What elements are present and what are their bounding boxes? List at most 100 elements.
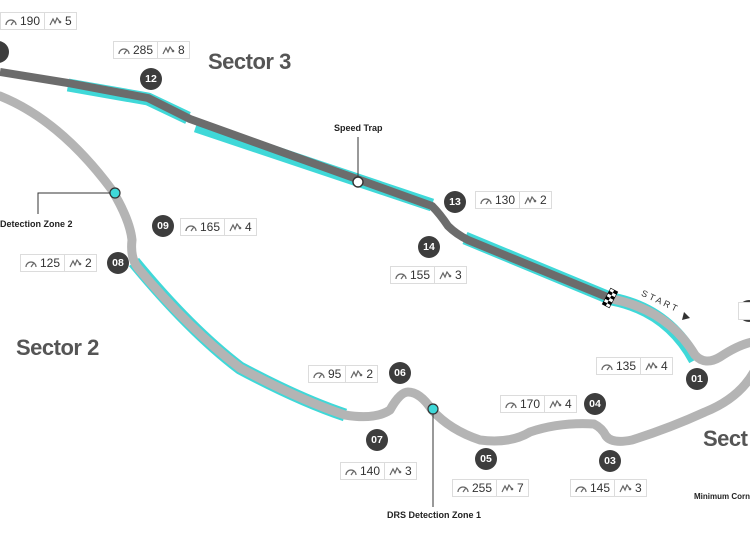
drs-zone-1-label: DRS Detection Zone 1 (387, 510, 482, 520)
gear-cell: 4 (225, 218, 257, 236)
speed-cell: 130 (475, 191, 521, 209)
speed-value: 165 (200, 220, 221, 234)
sector-3-title: Sector 3 (208, 49, 291, 74)
stat-box-13: 130 2 (475, 191, 552, 209)
speed-cell: 140 (340, 462, 386, 480)
corner-badge-09: 09 (152, 215, 174, 237)
gear-value: 3 (455, 268, 462, 282)
gear-cell: 5 (45, 12, 77, 30)
speed-cell: 95 (308, 365, 347, 383)
speed-value: 145 (590, 481, 611, 495)
gear-cell: 2 (65, 254, 97, 272)
stat-box-02-partial (738, 302, 750, 320)
gearbox-icon (524, 195, 537, 204)
gear-cell: 8 (158, 41, 190, 59)
track-back-straight (0, 68, 614, 303)
speedometer-icon (25, 260, 37, 267)
gear-cell: 4 (545, 395, 577, 413)
stat-box-07: 140 3 (340, 462, 417, 480)
stat-box-09: 165 4 (180, 218, 257, 236)
speed-value: 95 (328, 367, 342, 381)
gearbox-icon (350, 369, 363, 378)
speed-cell: 165 (180, 218, 226, 236)
gearbox-icon (549, 399, 562, 408)
gear-cell: 7 (497, 479, 529, 497)
gear-cell: 3 (435, 266, 467, 284)
corner-badge-07: 07 (366, 429, 388, 451)
drs-zone-2-label: Detection Zone 2 (0, 219, 73, 229)
track-light (0, 91, 750, 446)
speed-cell: 155 (390, 266, 436, 284)
leader-lines (37, 137, 434, 507)
sector-2-title: Sector 2 (16, 335, 99, 360)
gear-value: 4 (245, 220, 252, 234)
speed-cell: 190 (0, 12, 46, 30)
corner-badge-08: 08 (107, 252, 129, 274)
gear-value: 3 (635, 481, 642, 495)
speed-cell: 285 (113, 41, 159, 59)
corner-badge-12: 12 (140, 68, 162, 90)
speed-value: 285 (133, 43, 154, 57)
corner-badge-04: 04 (584, 393, 606, 415)
speedometer-icon (313, 371, 325, 378)
stat-box-05: 255 7 (452, 479, 529, 497)
track-dark (0, 68, 614, 303)
start-finish-line (601, 287, 619, 309)
stat-box-01: 135 4 (596, 357, 673, 375)
track-sector1-turn (607, 294, 750, 366)
speed-value: 125 (40, 256, 61, 270)
speedometer-icon (480, 197, 492, 204)
speed-value: 190 (20, 14, 41, 28)
speed-value: 140 (360, 464, 381, 478)
gearbox-icon (162, 45, 175, 54)
gear-value: 4 (565, 397, 572, 411)
corner-badge-03: 03 (599, 450, 621, 472)
speedometer-icon (395, 272, 407, 279)
speedometer-icon (185, 224, 197, 231)
stat-box-08: 125 2 (20, 254, 97, 272)
gear-value: 2 (366, 367, 374, 381)
gear-value: 4 (661, 359, 668, 373)
corner-badge-14: 14 (418, 236, 440, 258)
speedometer-icon (118, 47, 130, 54)
gearbox-icon (501, 483, 514, 492)
speed-cell: 170 (500, 395, 546, 413)
gear-value: 2 (85, 256, 92, 270)
stat-box-14: 155 3 (390, 266, 467, 284)
corner-badge-06: 06 (389, 362, 411, 384)
drs-zone-2-leader (37, 192, 114, 214)
gear-cell: 3 (385, 462, 417, 480)
speed-value: 135 (616, 359, 637, 373)
stat-box-12: 285 8 (113, 41, 190, 59)
speedometer-icon (5, 18, 17, 25)
speedometer-icon (345, 468, 357, 475)
speedometer-icon (575, 485, 587, 492)
corner-badge-01: 01 (686, 368, 708, 390)
stat-box-04: 170 4 (500, 395, 577, 413)
sector-1-title: Sect (703, 426, 748, 451)
gearbox-icon (69, 258, 82, 267)
gearbox-icon (389, 466, 402, 475)
start-arrow-icon (682, 312, 690, 320)
gearbox-icon (439, 270, 452, 279)
speed-value: 155 (410, 268, 431, 282)
drs-detection-marker-1 (427, 403, 439, 415)
track-main (0, 91, 750, 446)
gearbox-icon (645, 361, 658, 370)
speed-cell: 145 (570, 479, 616, 497)
speed-cell: 135 (596, 357, 642, 375)
speed-value: 170 (520, 397, 541, 411)
gear-value: 5 (65, 14, 72, 28)
speed-cell: 255 (452, 479, 498, 497)
speed-value: 255 (472, 481, 493, 495)
speedometer-icon (505, 401, 517, 408)
gearbox-icon (619, 483, 632, 492)
stat-box-11: 190 5 (0, 12, 77, 30)
speed-value: 130 (495, 193, 516, 207)
speed-cell: 125 (20, 254, 66, 272)
corner-badge-13: 13 (444, 191, 466, 213)
gear-value: 7 (517, 481, 524, 495)
gear-cell: 2 (346, 365, 379, 383)
speed-cell (738, 302, 750, 320)
